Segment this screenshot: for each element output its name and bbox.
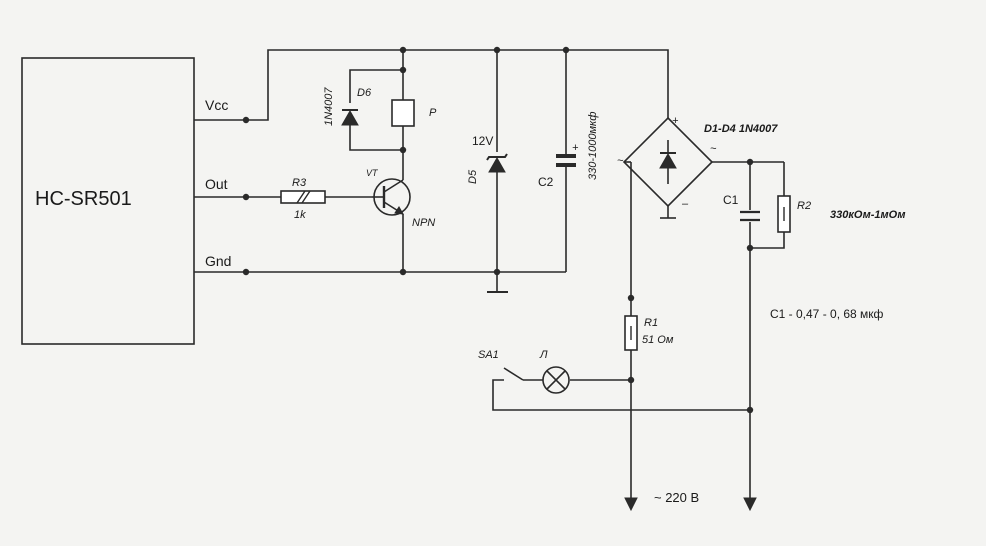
bridge-ac-right: ~ <box>710 143 717 155</box>
bridge-ref: D1-D4 1N4007 <box>704 123 778 135</box>
capacitor-c2 <box>556 154 576 158</box>
bridge-plus: + <box>672 115 679 127</box>
pin-vcc-label: Vcc <box>205 97 228 113</box>
r3-ref: R3 <box>292 177 307 189</box>
d5-voltage: 12V <box>472 134 493 148</box>
r1-ref: R1 <box>644 317 658 329</box>
c1-range: C1 - 0,47 - 0, 68 мкф <box>770 307 884 321</box>
mains-right-arrow <box>743 497 757 512</box>
d6-part: 1N4007 <box>323 87 335 126</box>
bridge-minus: – <box>681 198 689 210</box>
transistor-type: NPN <box>412 217 435 229</box>
diode-d6 <box>341 109 359 126</box>
r2-range: 330кОм-1мОм <box>830 209 906 221</box>
switch-ref: SA1 <box>478 349 499 361</box>
mains-label: ~ 220 В <box>654 490 699 505</box>
bridge-ac-left: ~ <box>617 155 624 167</box>
c1-ref: C1 <box>723 193 739 207</box>
r1-value: 51 Ом <box>642 334 674 346</box>
d6-ref: D6 <box>357 87 372 99</box>
zener-d5 <box>488 156 506 173</box>
lamp-ref: Л <box>539 349 548 361</box>
c2-plus: + <box>572 142 579 154</box>
relay-ref: Р <box>429 107 437 119</box>
switch-sa1 <box>503 367 524 381</box>
relay-coil <box>391 99 415 127</box>
junction-dot <box>746 244 754 252</box>
vcc-wire <box>246 49 669 121</box>
transistor-ref: VT <box>366 168 379 178</box>
c2-ref: C2 <box>538 175 554 189</box>
pir-module-box <box>21 57 195 345</box>
pin-gnd-label: Gnd <box>205 253 231 269</box>
r3-value: 1k <box>294 209 306 221</box>
pin-out-label: Out <box>205 176 228 192</box>
pir-module-name: HC-SR501 <box>35 188 132 210</box>
pin-wires <box>194 119 246 273</box>
c2-value: 330-1000мкф <box>587 112 599 180</box>
r2-ref: R2 <box>797 200 811 212</box>
junction-dot <box>627 294 635 302</box>
d5-ref: D5 <box>467 169 479 184</box>
mains-left-arrow <box>624 497 638 512</box>
